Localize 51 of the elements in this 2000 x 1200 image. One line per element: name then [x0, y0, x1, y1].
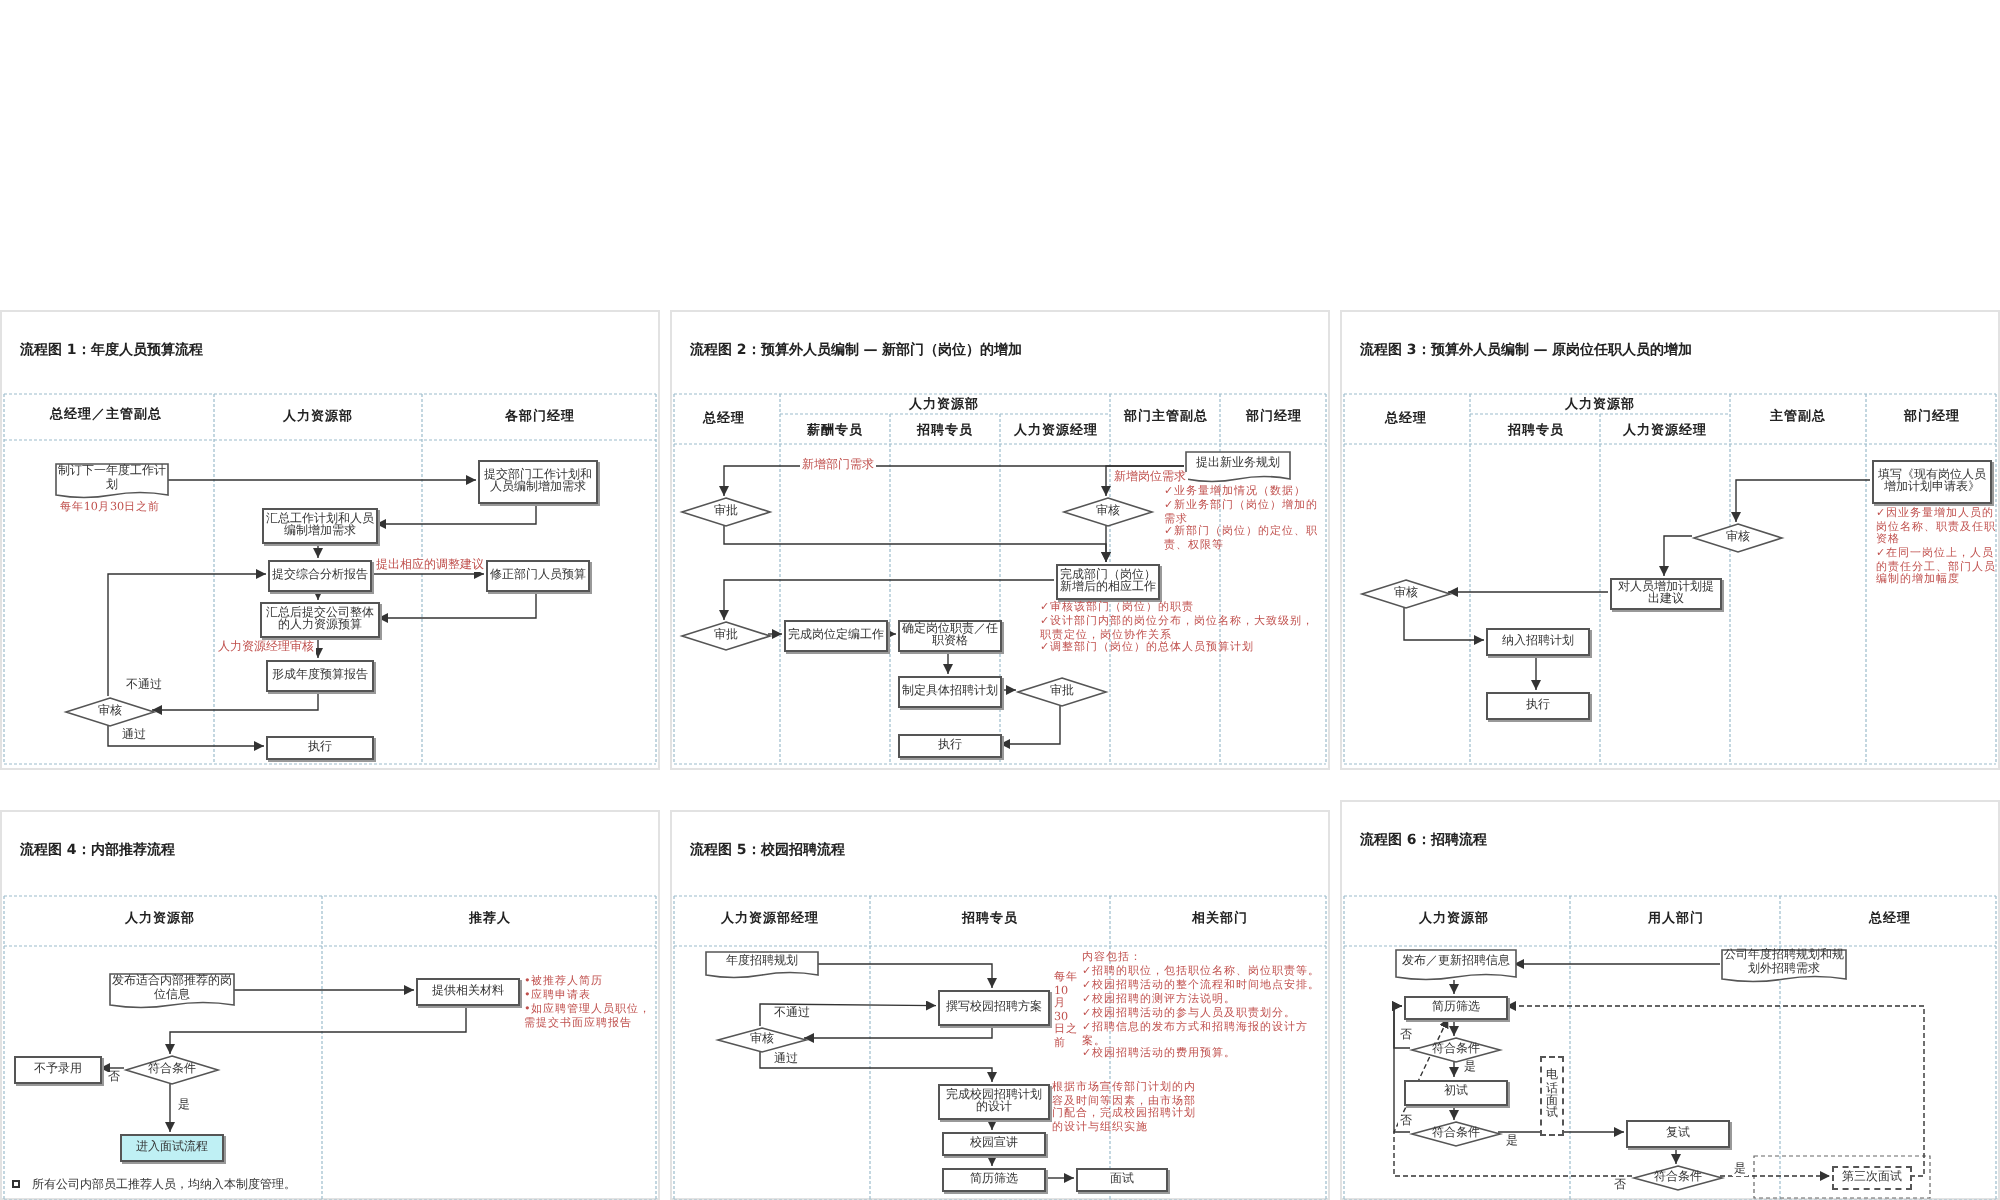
arrow	[231, 985, 415, 995]
flowchart-panel	[670, 810, 1330, 1200]
arrow	[1449, 1017, 1459, 1037]
arrow	[885, 629, 897, 639]
arrow	[1403, 605, 1485, 645]
arrow	[1101, 465, 1185, 497]
arrow	[1731, 479, 1871, 523]
arrow	[375, 501, 537, 529]
arrow	[1449, 1102, 1459, 1121]
arrow	[1719, 1171, 1831, 1181]
flowchart-panel	[1340, 800, 2000, 1200]
arrow	[107, 569, 267, 697]
arrow	[1497, 1127, 1625, 1137]
arrow	[1043, 1173, 1075, 1183]
arrow	[313, 635, 323, 659]
arrow	[165, 1081, 175, 1133]
arrow	[987, 1117, 997, 1131]
arrow	[1513, 959, 1721, 969]
arrow	[313, 589, 323, 601]
arrow	[151, 689, 319, 715]
arrow	[767, 629, 783, 639]
arrow	[1659, 535, 1693, 577]
flowchart-panel	[0, 310, 660, 770]
arrow	[999, 685, 1017, 695]
flowchart-panel	[0, 810, 660, 1200]
arrow	[1392, 1001, 1411, 1133]
arrow	[1447, 587, 1609, 597]
arrow	[1531, 653, 1541, 691]
arrow	[107, 723, 265, 751]
arrow	[759, 1049, 997, 1083]
arrow	[165, 1003, 467, 1055]
arrow	[1449, 1059, 1459, 1078]
arrow	[165, 475, 477, 485]
arrow	[943, 649, 953, 675]
arrow	[1671, 1145, 1681, 1165]
flowchart-panel	[1340, 310, 2000, 770]
flowchart-panel	[670, 310, 1330, 770]
arrow	[815, 963, 997, 989]
arrow	[999, 703, 1061, 749]
arrow	[313, 541, 323, 559]
arrow	[1101, 523, 1111, 563]
arrow	[369, 569, 485, 579]
arrow	[803, 1023, 993, 1043]
arrow	[759, 1000, 937, 1027]
arrow	[1449, 979, 1459, 995]
arrow	[99, 1063, 125, 1073]
arrow	[1505, 1001, 1925, 1177]
arrow	[377, 589, 537, 623]
arrow	[719, 579, 1055, 621]
arrow	[1393, 1017, 1633, 1177]
arrow	[987, 1153, 997, 1167]
